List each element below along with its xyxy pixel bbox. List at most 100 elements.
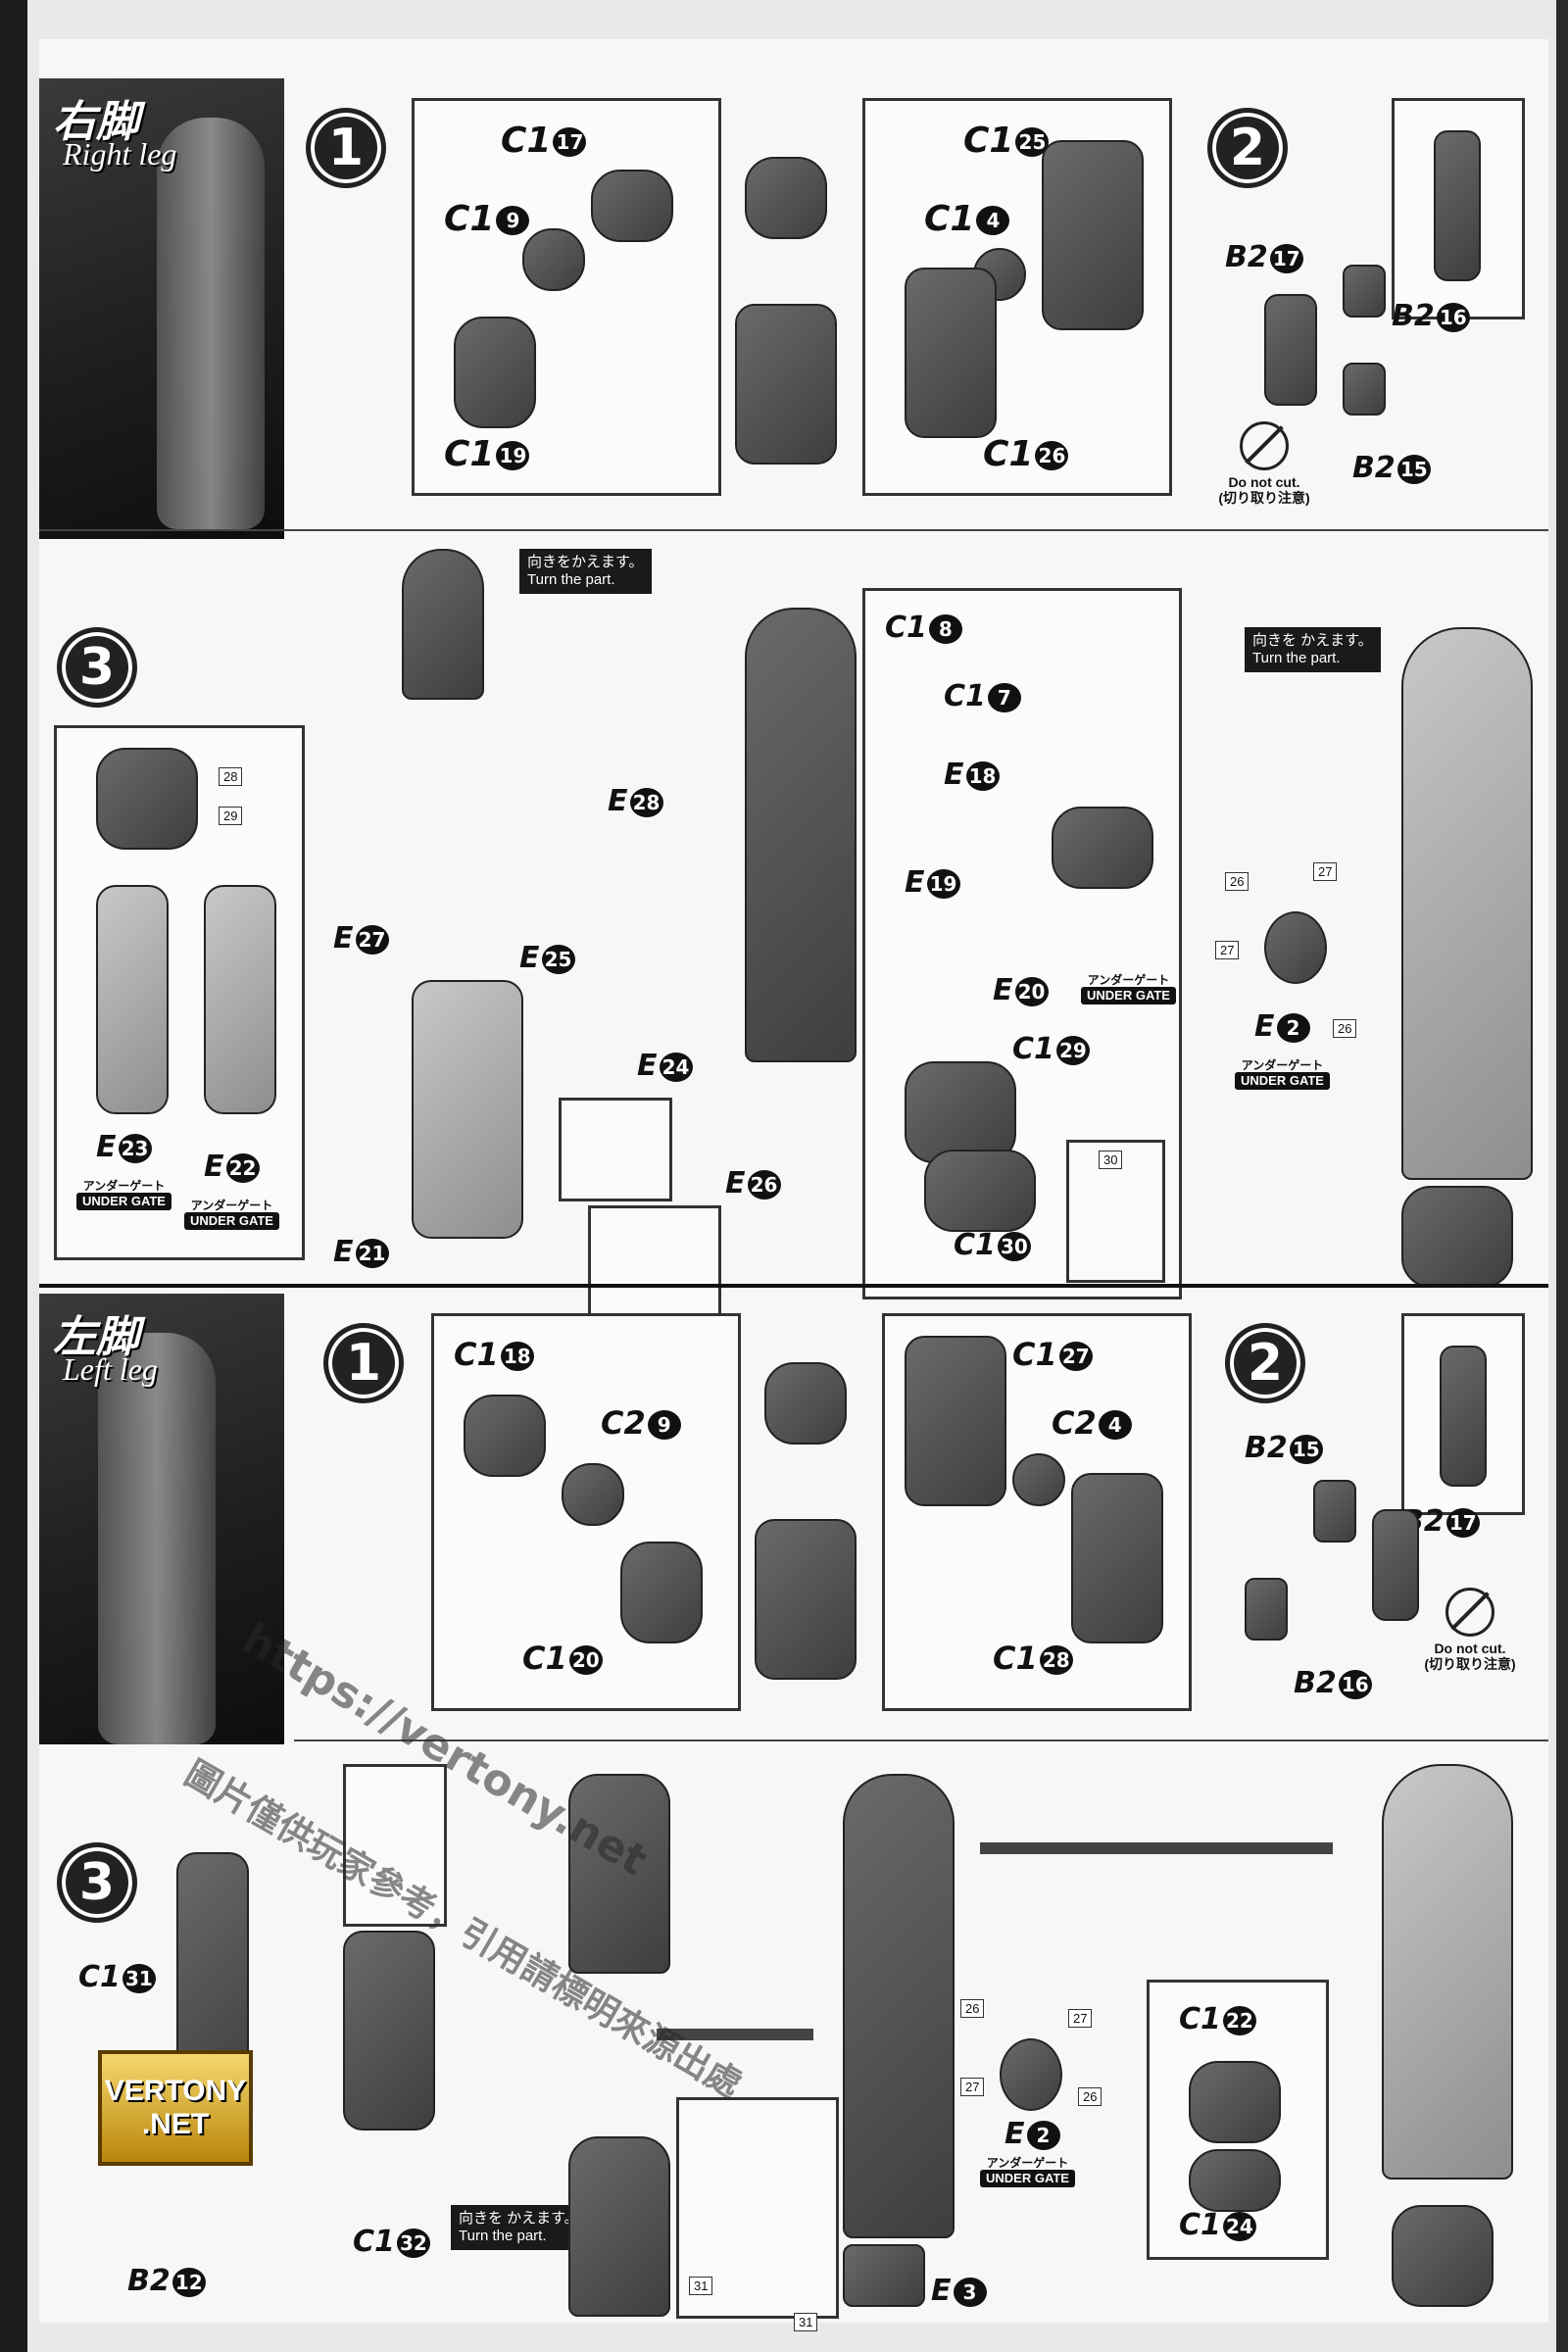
do-not-cut-jp: (切り取り注意) bbox=[1218, 490, 1310, 506]
step-1-badge: 1 bbox=[323, 1323, 404, 1403]
detail-panel bbox=[559, 1098, 672, 1201]
right-leg-photo: 右脚 Right leg bbox=[39, 78, 284, 539]
turn-part-note: 向きを かえます。Turn the part. bbox=[1245, 627, 1381, 672]
binding-edge bbox=[0, 0, 27, 2352]
runner-panel bbox=[1392, 98, 1525, 319]
left-leg-title-en: Left leg bbox=[63, 1351, 158, 1387]
gate-tag: 28 bbox=[219, 767, 243, 786]
part-shape bbox=[764, 1362, 847, 1445]
step-divider bbox=[294, 1740, 1548, 1741]
page-edge bbox=[1556, 0, 1568, 2352]
left-leg-photo: 左脚 Left leg bbox=[39, 1294, 284, 1744]
gate-tag: 27 bbox=[1215, 941, 1240, 959]
part-shape bbox=[924, 1150, 1036, 1232]
do-not-cut-icon bbox=[1240, 421, 1289, 470]
turn-part-note: 向きをかえます。Turn the part. bbox=[519, 549, 652, 594]
step-3-badge: 3 bbox=[57, 1842, 137, 1923]
do-not-cut-en: Do not cut. bbox=[1228, 474, 1300, 490]
part-shape bbox=[591, 170, 673, 242]
part-shape bbox=[1392, 2205, 1494, 2307]
part-shape bbox=[1012, 1453, 1065, 1506]
part-shape bbox=[1372, 1509, 1419, 1621]
do-not-cut-icon bbox=[1446, 1588, 1494, 1637]
part-shape bbox=[905, 1061, 1016, 1163]
section-divider bbox=[39, 1284, 1548, 1288]
part-shape bbox=[204, 885, 276, 1114]
part-shape bbox=[522, 228, 585, 291]
part-shape bbox=[454, 317, 536, 428]
gate-tag: 27 bbox=[1068, 2009, 1093, 2028]
part-shape bbox=[1343, 265, 1386, 318]
do-not-cut-jp: (切り取り注意) bbox=[1424, 1656, 1516, 1672]
runner-panel bbox=[1401, 1313, 1525, 1515]
part-shape bbox=[402, 549, 484, 700]
gate-tag: 26 bbox=[1078, 2087, 1102, 2106]
part-shape bbox=[1313, 1480, 1356, 1543]
part-shape bbox=[1401, 1186, 1513, 1288]
gate-tag: 30 bbox=[1099, 1151, 1123, 1169]
gate-tag: 26 bbox=[1225, 872, 1250, 891]
part-shape bbox=[1264, 911, 1327, 984]
gate-tag: 31 bbox=[794, 2313, 818, 2331]
part-shape bbox=[905, 268, 997, 438]
part-shape bbox=[343, 1931, 435, 2131]
vertony-logo: VERTONY.NET bbox=[98, 2050, 253, 2166]
part-shape bbox=[1401, 627, 1533, 1180]
part-shape bbox=[1189, 2149, 1281, 2212]
part-shape bbox=[905, 1336, 1006, 1506]
gate-tag: 31 bbox=[689, 2277, 713, 2295]
part-shape bbox=[1264, 294, 1317, 406]
part-shape bbox=[1382, 1764, 1513, 2180]
part-shape bbox=[96, 748, 198, 850]
part-shape bbox=[568, 2136, 670, 2317]
do-not-cut-note: Do not cut. (切り取り注意) bbox=[1411, 1588, 1529, 1672]
part-shape bbox=[568, 1774, 670, 1974]
detail-panel: 31 bbox=[676, 2097, 839, 2319]
step-divider bbox=[39, 529, 1548, 531]
part-shape bbox=[843, 2244, 925, 2307]
right-leg-title-en: Right leg bbox=[63, 136, 177, 172]
part-shape bbox=[620, 1542, 703, 1643]
part-shape bbox=[1245, 1578, 1288, 1641]
part-shape bbox=[1042, 140, 1144, 330]
part-shape bbox=[1434, 130, 1481, 281]
detail-panel: 30 bbox=[1066, 1140, 1165, 1283]
